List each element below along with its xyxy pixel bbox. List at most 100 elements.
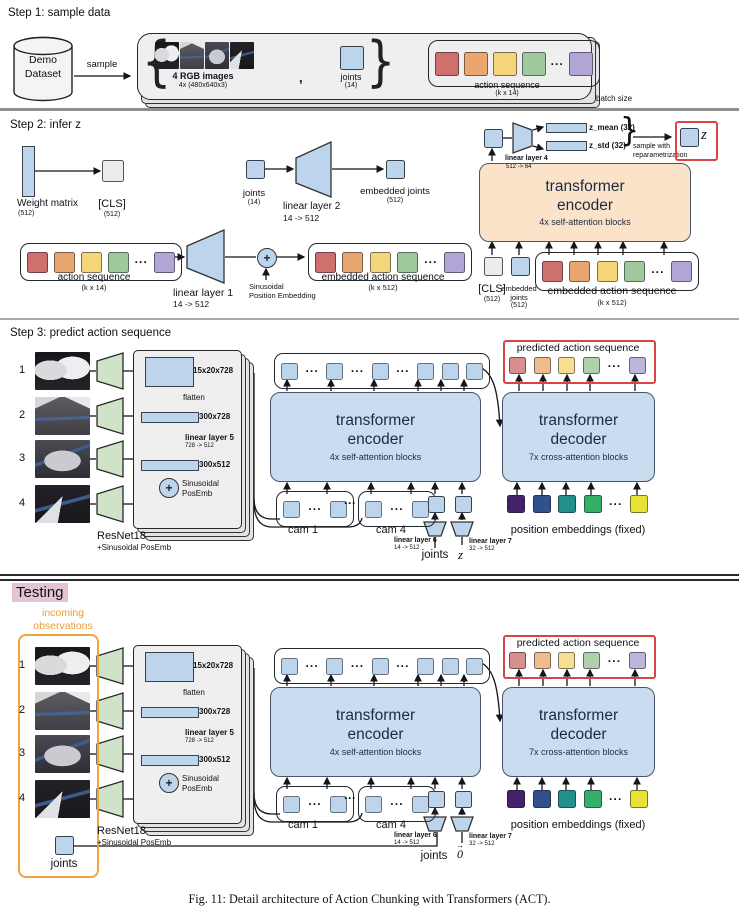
token-square	[283, 795, 300, 813]
section-divider	[0, 579, 739, 581]
resnet-label: ResNet18	[97, 825, 146, 837]
action-sequence-dims: (k x 14)	[81, 283, 107, 292]
ellipsis: ···	[651, 264, 665, 279]
token-square	[396, 251, 418, 273]
embedded-action-input-label: embedded action sequence	[547, 285, 677, 297]
token-square	[628, 652, 646, 669]
z-square	[680, 128, 699, 147]
step1-connectors	[13, 36, 422, 102]
linear-layer-7-trapezoid	[450, 816, 474, 832]
token-square	[326, 362, 344, 380]
linear-layer-1-trapezoid	[186, 229, 225, 284]
joints-token-square	[428, 791, 445, 808]
linear-layer-5-dims: 728 -> 512	[185, 738, 214, 744]
cam-number-2: 2	[19, 704, 26, 716]
token-square	[509, 357, 526, 374]
encoder-title-line1: transformer	[545, 177, 625, 195]
joints-label: joints	[242, 188, 266, 199]
cls-dims: (512)	[103, 211, 121, 218]
token-square	[342, 251, 364, 273]
ellipsis: ···	[308, 797, 322, 811]
z-std-label: z_std (32)	[589, 141, 626, 150]
ellipsis: ···	[344, 791, 356, 805]
embedded-action-dims: (k x 512)	[368, 283, 398, 292]
encoder-title-line2: encoder	[347, 726, 404, 743]
sample-reparam-line2: reparametrization	[633, 152, 688, 159]
transformer-encoder-box: transformer encoder 4x self-attention bl…	[270, 687, 481, 777]
token-square	[326, 657, 344, 675]
comma: ,	[299, 70, 303, 85]
action-sequence-label: action sequence	[57, 272, 131, 283]
token-square	[558, 790, 576, 808]
z-sample-box	[675, 121, 718, 161]
linear-layer-7-label: linear layer 7	[469, 538, 512, 545]
ellipsis: ···	[396, 364, 410, 378]
token-square	[507, 790, 525, 808]
linear-layer-2-label: linear layer 2	[283, 201, 341, 212]
embedded-joints-input-dims: (512)	[510, 302, 528, 309]
linear-layer-4-label: linear layer 4	[505, 155, 548, 162]
vector-arrow-icon: →	[456, 841, 464, 850]
cam1-label: cam 1	[288, 524, 318, 536]
projected-bar	[141, 460, 199, 471]
cls-label: [CLS]	[98, 198, 126, 210]
cam-number-4: 4	[19, 792, 26, 804]
linear-layer-2-trapezoid	[295, 140, 332, 198]
feature-map-block	[145, 357, 194, 387]
dataset-label-line1: Demo	[28, 54, 57, 66]
weight-matrix-dims: (512)	[18, 210, 35, 217]
token-square	[466, 362, 483, 380]
camera-image-2	[35, 692, 90, 730]
incoming-observations-line1: incoming	[41, 607, 85, 619]
plus-icon: +	[257, 248, 277, 268]
transformer-decoder-box: transformer decoder 7x cross-attention b…	[502, 392, 655, 482]
flatten-label: flatten	[183, 393, 205, 402]
token-square	[315, 251, 336, 273]
bracket: }	[620, 111, 640, 150]
cam1-token-group: ···	[276, 786, 354, 822]
cam4-label: cam 4	[376, 524, 406, 536]
posemb-label-line1: Sinusoidal	[182, 774, 219, 783]
token-square	[492, 51, 517, 76]
ellipsis: ···	[350, 659, 365, 673]
z-std-bar	[546, 141, 587, 151]
token-square	[417, 657, 435, 675]
embedded-joints-input-label1: embedded	[501, 284, 537, 293]
section-divider	[0, 574, 739, 576]
z-symbol: z	[701, 127, 707, 143]
decoder-title-line1: transformer	[538, 707, 619, 725]
step3-title: Step 3: predict action sequence	[10, 327, 172, 339]
ellipsis: ···	[607, 358, 622, 373]
cls-input-label: [CLS]	[478, 283, 506, 295]
feature-dims-label: 15x20x728	[193, 366, 234, 375]
token-square	[417, 362, 435, 380]
ellipsis: ···	[305, 659, 319, 673]
joints-square	[246, 160, 265, 179]
cls-input-dims: (512)	[483, 296, 501, 303]
z-symbol: z	[458, 547, 464, 562]
position-embedding-tokens: ···	[507, 790, 648, 808]
linear-layer-1-dims: 14 -> 512	[173, 299, 210, 309]
linear-layer-7-dims: 32 -> 512	[469, 841, 495, 847]
token-square	[509, 652, 526, 669]
cam-number-2: 2	[19, 409, 26, 421]
projected-dims-label: 300x512	[199, 460, 231, 469]
rgb-images-dims: 4x (480x640x3)	[178, 82, 228, 89]
linear-layer-5-label: linear layer 5	[185, 728, 234, 737]
token-square	[533, 652, 551, 669]
sinusoidal-label-line1: Sinusoidal	[249, 282, 284, 291]
cam4-label: cam 4	[376, 819, 406, 831]
token-square	[583, 357, 601, 374]
joints-square	[340, 46, 364, 70]
embedded-action-row: ···	[308, 243, 472, 281]
cam1-label: cam 1	[288, 819, 318, 831]
token-square	[27, 251, 48, 273]
camera-image-1	[35, 647, 90, 685]
encoder-title-line2: encoder	[556, 196, 613, 214]
joints-input-label: joints	[50, 858, 78, 870]
token-square	[596, 261, 618, 282]
cls-output-square	[484, 129, 503, 148]
resnet-label: ResNet18	[97, 530, 146, 542]
token-square	[583, 652, 601, 669]
